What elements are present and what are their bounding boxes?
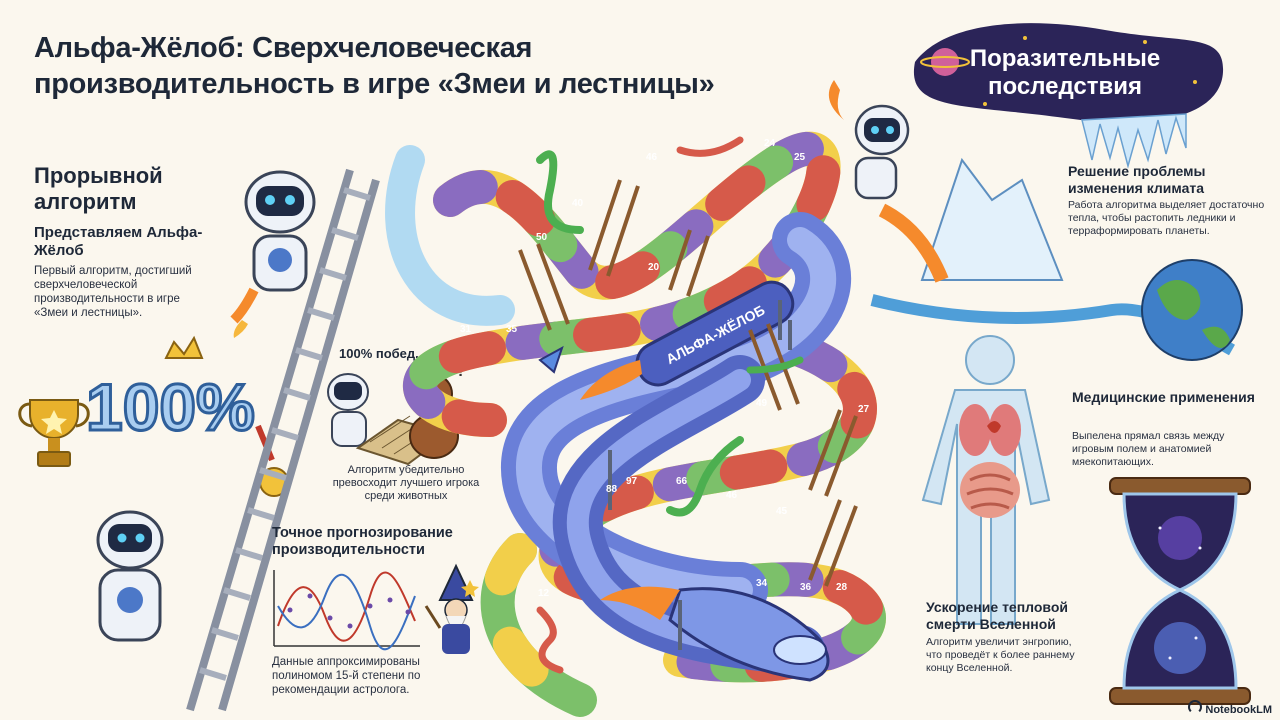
climate-heading: Решение проблемы изменения климата — [1068, 163, 1206, 196]
board-number: 97 — [626, 476, 638, 487]
board-number: 34 — [756, 578, 768, 589]
organs-icon — [959, 404, 1021, 518]
chute-supports — [608, 300, 792, 650]
hundred-percent-illustration: 100% — [18, 335, 289, 497]
anatomy-illustration — [921, 335, 1051, 625]
polynomial-chart-illustration — [273, 563, 479, 654]
medical-body: Выпелена прямал связь между игровым поле… — [1072, 430, 1225, 468]
crown-icon — [164, 335, 204, 359]
space-banner-illustration — [913, 23, 1224, 123]
ladder-icon — [186, 168, 380, 712]
robot-player-icon — [327, 373, 369, 447]
board-number: 46 — [726, 490, 738, 501]
medical-heading: Медицинские применения — [1072, 389, 1255, 405]
wins-body: Алгоритм убедительно превосходит лучшего… — [332, 464, 480, 502]
board-number: 24 — [764, 138, 776, 149]
board-path — [403, 131, 886, 717]
icicles-icon — [1081, 113, 1187, 169]
badge-value: 100% — [86, 370, 255, 444]
small-rocket-icon — [538, 345, 564, 374]
heat-death-heading: Ускорение тепловой смерти Вселенной — [926, 599, 1069, 632]
board-ladders — [518, 179, 858, 587]
board-number: 40 — [572, 198, 584, 209]
wins-heading: 100% побед. — [339, 346, 419, 361]
board-number: 46 — [646, 152, 658, 163]
board-number: 50 — [536, 232, 548, 243]
board-number: 49 — [756, 398, 768, 409]
board-number: 12 — [538, 588, 550, 599]
forecast-heading: Точное прогнозирование производительност… — [272, 525, 453, 558]
ice-slide — [385, 145, 515, 326]
page-title: Альфа-Жёлоб: Сверхчеловеческая производи… — [34, 32, 715, 100]
board-number: 36 — [800, 582, 812, 593]
flame-icon — [580, 360, 642, 400]
board-number: 27 — [858, 404, 870, 415]
intro-body: Первый алгоритм, достигший сверхчеловече… — [34, 265, 192, 319]
section-heading-breakthrough: Прорывной алгоритм — [34, 163, 163, 214]
notebooklm-logo-icon — [1188, 700, 1203, 714]
consequences-banner-title: Поразительные последствия — [969, 45, 1161, 100]
board-number: 66 — [676, 476, 688, 487]
hourglass-illustration — [1109, 477, 1251, 705]
board-number: 28 — [836, 582, 848, 593]
rocket-plane-icon — [600, 586, 830, 682]
board-number: 45 — [776, 506, 788, 517]
board-number: 31 — [460, 324, 472, 335]
board-snakes — [536, 136, 804, 674]
board-number: 25 — [794, 152, 806, 163]
wizard-icon — [424, 563, 479, 654]
snakes-ladders-board-illustration: АЛЬФА-ЖЁЛОБ 46 25 24 40 50 20 31 — [385, 131, 886, 717]
notebooklm-watermark: NotebookLM — [1188, 700, 1272, 716]
board-number: 35 — [506, 324, 518, 335]
climate-body: Работа алгоритма выделяет достаточно теп… — [1068, 199, 1265, 237]
forecast-body: Данные аппроксимированы полиномом 15-й с… — [272, 656, 421, 696]
watermark-text: NotebookLM — [1205, 704, 1272, 716]
heat-death-body: Алгоритм увеличит энгропию, что проведёт… — [926, 636, 1075, 674]
robot-top-icon — [230, 170, 316, 338]
board-number: 20 — [648, 262, 660, 273]
climate-illustration — [828, 80, 1243, 361]
trophy-icon — [18, 399, 90, 467]
earth-icon — [1141, 259, 1243, 361]
section-subheading-intro: Представляем Альфа-Жёлоб — [34, 224, 203, 259]
robot-bottom-icon — [96, 510, 164, 642]
ladder-illustration — [96, 168, 380, 712]
board-number: 88 — [606, 484, 618, 495]
robot-flying-icon — [828, 80, 910, 200]
